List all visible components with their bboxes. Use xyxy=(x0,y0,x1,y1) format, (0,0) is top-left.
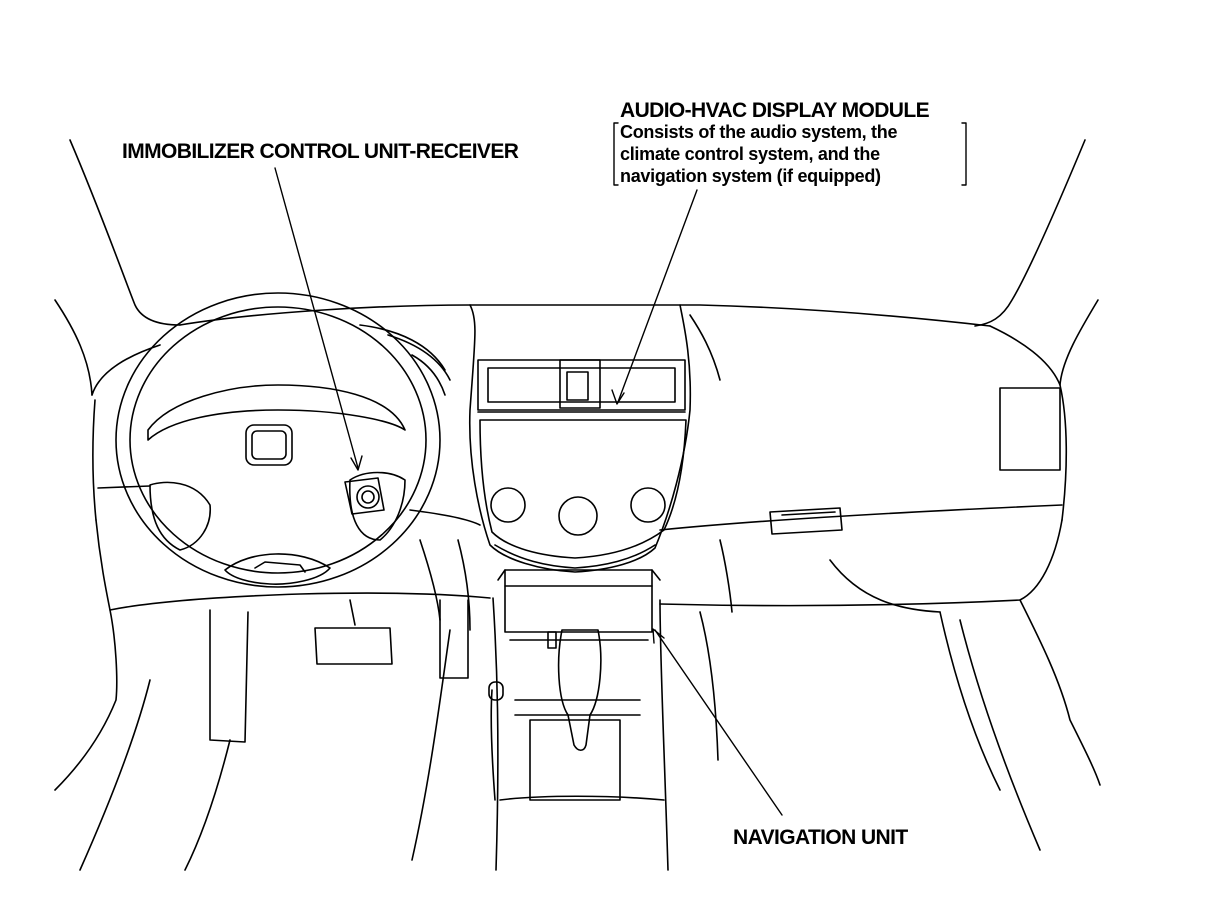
passenger-footwell xyxy=(699,539,1101,851)
navigation-unit-label: NAVIGATION UNIT xyxy=(733,826,908,849)
description-line: Consists of the audio system, the xyxy=(620,122,898,142)
steering-wheel xyxy=(115,292,441,588)
description-bracket xyxy=(613,122,967,186)
center-stack xyxy=(468,304,692,573)
windshield-pillars xyxy=(54,139,1099,396)
instrument-cluster-hood xyxy=(359,324,451,396)
dashboard-outline xyxy=(91,304,1068,611)
immobilizer-label: IMMOBILIZER CONTROL UNIT-RECEIVER xyxy=(122,140,519,163)
audio-hvac-module-description: Consists of the audio system, the climat… xyxy=(612,121,968,187)
description-line: climate control system, and the xyxy=(620,144,880,164)
footwell-pedals xyxy=(54,539,471,871)
leader-lines xyxy=(274,167,783,816)
navigation-unit-box xyxy=(497,569,661,633)
center-console xyxy=(488,597,669,871)
description-line: navigation system (if equipped) xyxy=(620,166,881,186)
audio-hvac-module-label: AUDIO-HVAC DISPLAY MODULE xyxy=(620,99,930,122)
